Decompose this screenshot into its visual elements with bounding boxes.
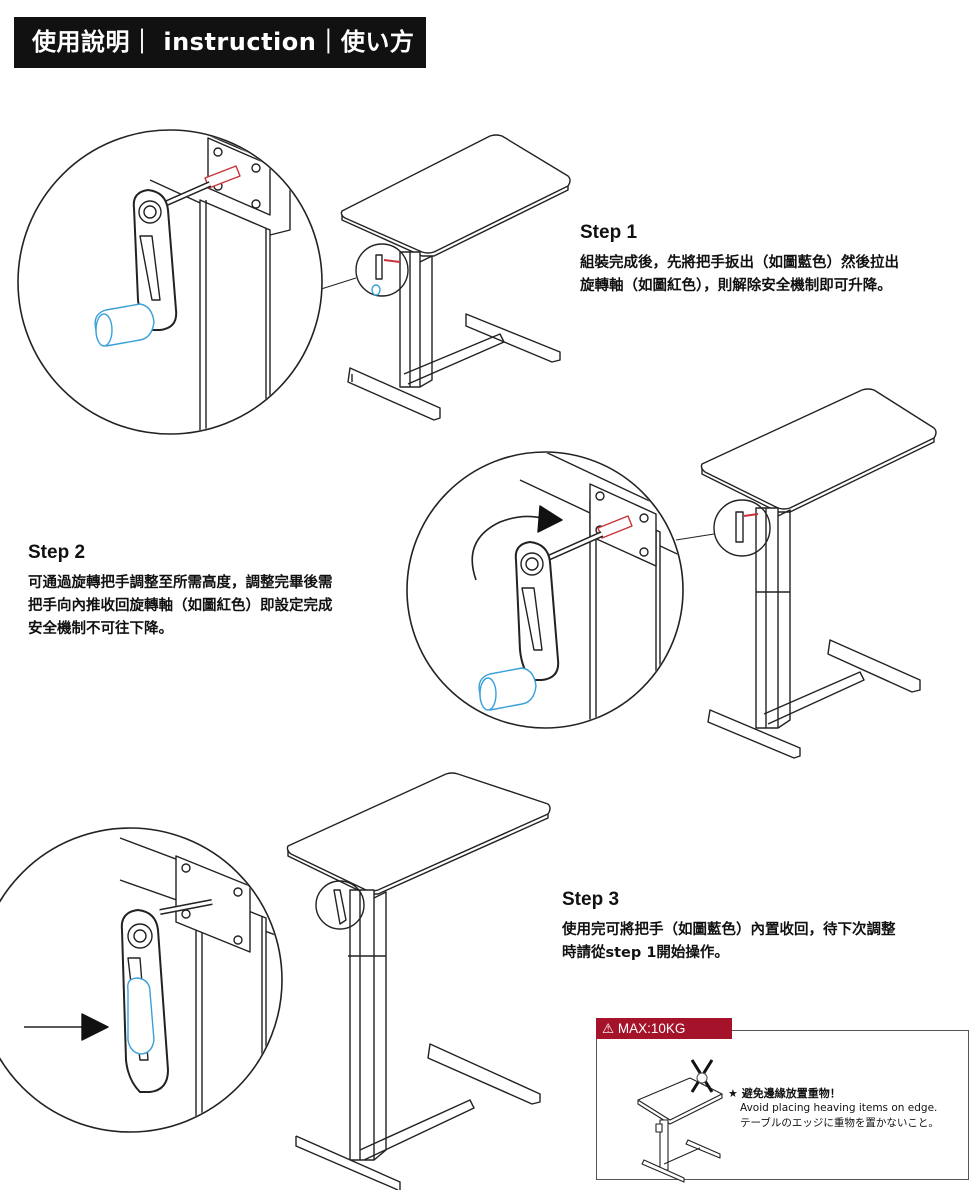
step-1-line-2: 旋轉軸（如圖紅色），則解除安全機制即可升降。	[580, 278, 892, 294]
step-3-body: 使用完可將把手（如圖藍色）內置收回，待下次調整 時請從step 1開始操作。	[562, 919, 962, 965]
max-load-label: MAX:10KG	[617, 1021, 686, 1036]
warning-line-zh: ★ 避免邊緣放置重物！	[728, 1087, 841, 1100]
step-2-body: 可通過旋轉把手調整至所需高度，調整完畢後需 把手向內推收回旋轉軸（如圖紅色）即設…	[28, 572, 408, 641]
warning-line-en: Avoid placing heaving items on edge.	[740, 1102, 938, 1114]
page-header: 使用說明｜ instruction｜使い方	[14, 17, 426, 68]
step-2-title: Step 2	[28, 542, 86, 563]
step-1-body: 組裝完成後，先將把手扳出（如圖藍色）然後拉出 旋轉軸（如圖紅色），則解除安全機制…	[580, 252, 960, 298]
step-3-block: Step 3 使用完可將把手（如圖藍色）內置收回，待下次調整 時請從step 1…	[562, 889, 962, 965]
step-1-title: Step 1	[580, 222, 638, 243]
warning-text: ★ 避免邊緣放置重物！ Avoid placing heaving items …	[728, 1086, 966, 1131]
step-2-block: Step 2 可通過旋轉把手調整至所需高度，調整完畢後需 把手向內推收回旋轉軸（…	[28, 542, 408, 641]
warning-icon: ⚠	[602, 1021, 615, 1036]
step-1-block: Step 1 組裝完成後，先將把手扳出（如圖藍色）然後拉出 旋轉軸（如圖紅色），…	[580, 222, 960, 298]
step-2-line-3: 安全機制不可往下降。	[28, 621, 173, 637]
step-3-line-2: 時請從step 1開始操作。	[562, 945, 729, 961]
step-3-line-1: 使用完可將把手（如圖藍色）內置收回，待下次調整	[562, 922, 896, 938]
step-2-line-2: 把手向內推收回旋轉軸（如圖紅色）即設定完成	[28, 598, 333, 614]
step-3-title: Step 3	[562, 889, 620, 910]
warning-tab: ⚠ MAX:10KG	[596, 1018, 732, 1039]
page-title: 使用說明｜ instruction｜使い方	[32, 28, 415, 56]
step-2-line-1: 可通過旋轉把手調整至所需高度，調整完畢後需	[28, 575, 333, 591]
warning-line-ja: テーブルのエッジに重物を置かないこと。	[740, 1117, 939, 1129]
step-1-line-1: 組裝完成後，先將把手扳出（如圖藍色）然後拉出	[580, 255, 899, 271]
